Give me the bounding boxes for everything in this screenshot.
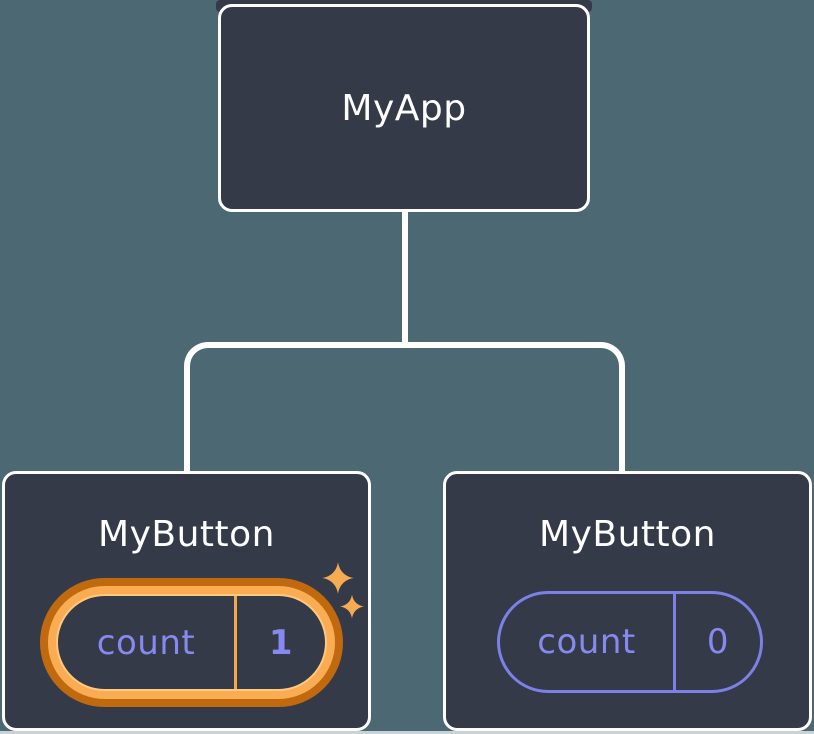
state-value: 0 — [706, 622, 730, 662]
state-pill: count 0 — [497, 591, 763, 693]
myapp-label: MyApp — [341, 87, 467, 129]
connector-branch — [184, 342, 625, 471]
sparkle-icon — [340, 594, 364, 619]
bottom-edge-strip — [0, 731, 814, 734]
state-value: 1 — [268, 622, 294, 663]
state-divider — [673, 594, 676, 690]
state-pill-highlighted: count 1 — [40, 578, 343, 707]
myapp-node: MyApp — [218, 4, 590, 212]
state-name-label: count — [537, 622, 636, 662]
mybutton-node-updated: MyButton count 1 — [2, 471, 371, 731]
connector-stem — [402, 211, 408, 345]
state-value-cell: 0 — [676, 594, 760, 690]
state-pill-inner: count 1 — [56, 594, 327, 691]
state-name-cell: count — [58, 596, 234, 689]
state-divider — [234, 596, 237, 689]
state-value-cell: 1 — [237, 596, 325, 689]
mybutton-label: MyButton — [98, 514, 275, 555]
mybutton-node-default: MyButton count 0 — [443, 471, 812, 731]
state-name-cell: count — [500, 594, 673, 690]
mybutton-label: MyButton — [539, 514, 716, 555]
sparkle-icon — [322, 562, 354, 594]
state-name-label: count — [96, 622, 196, 663]
